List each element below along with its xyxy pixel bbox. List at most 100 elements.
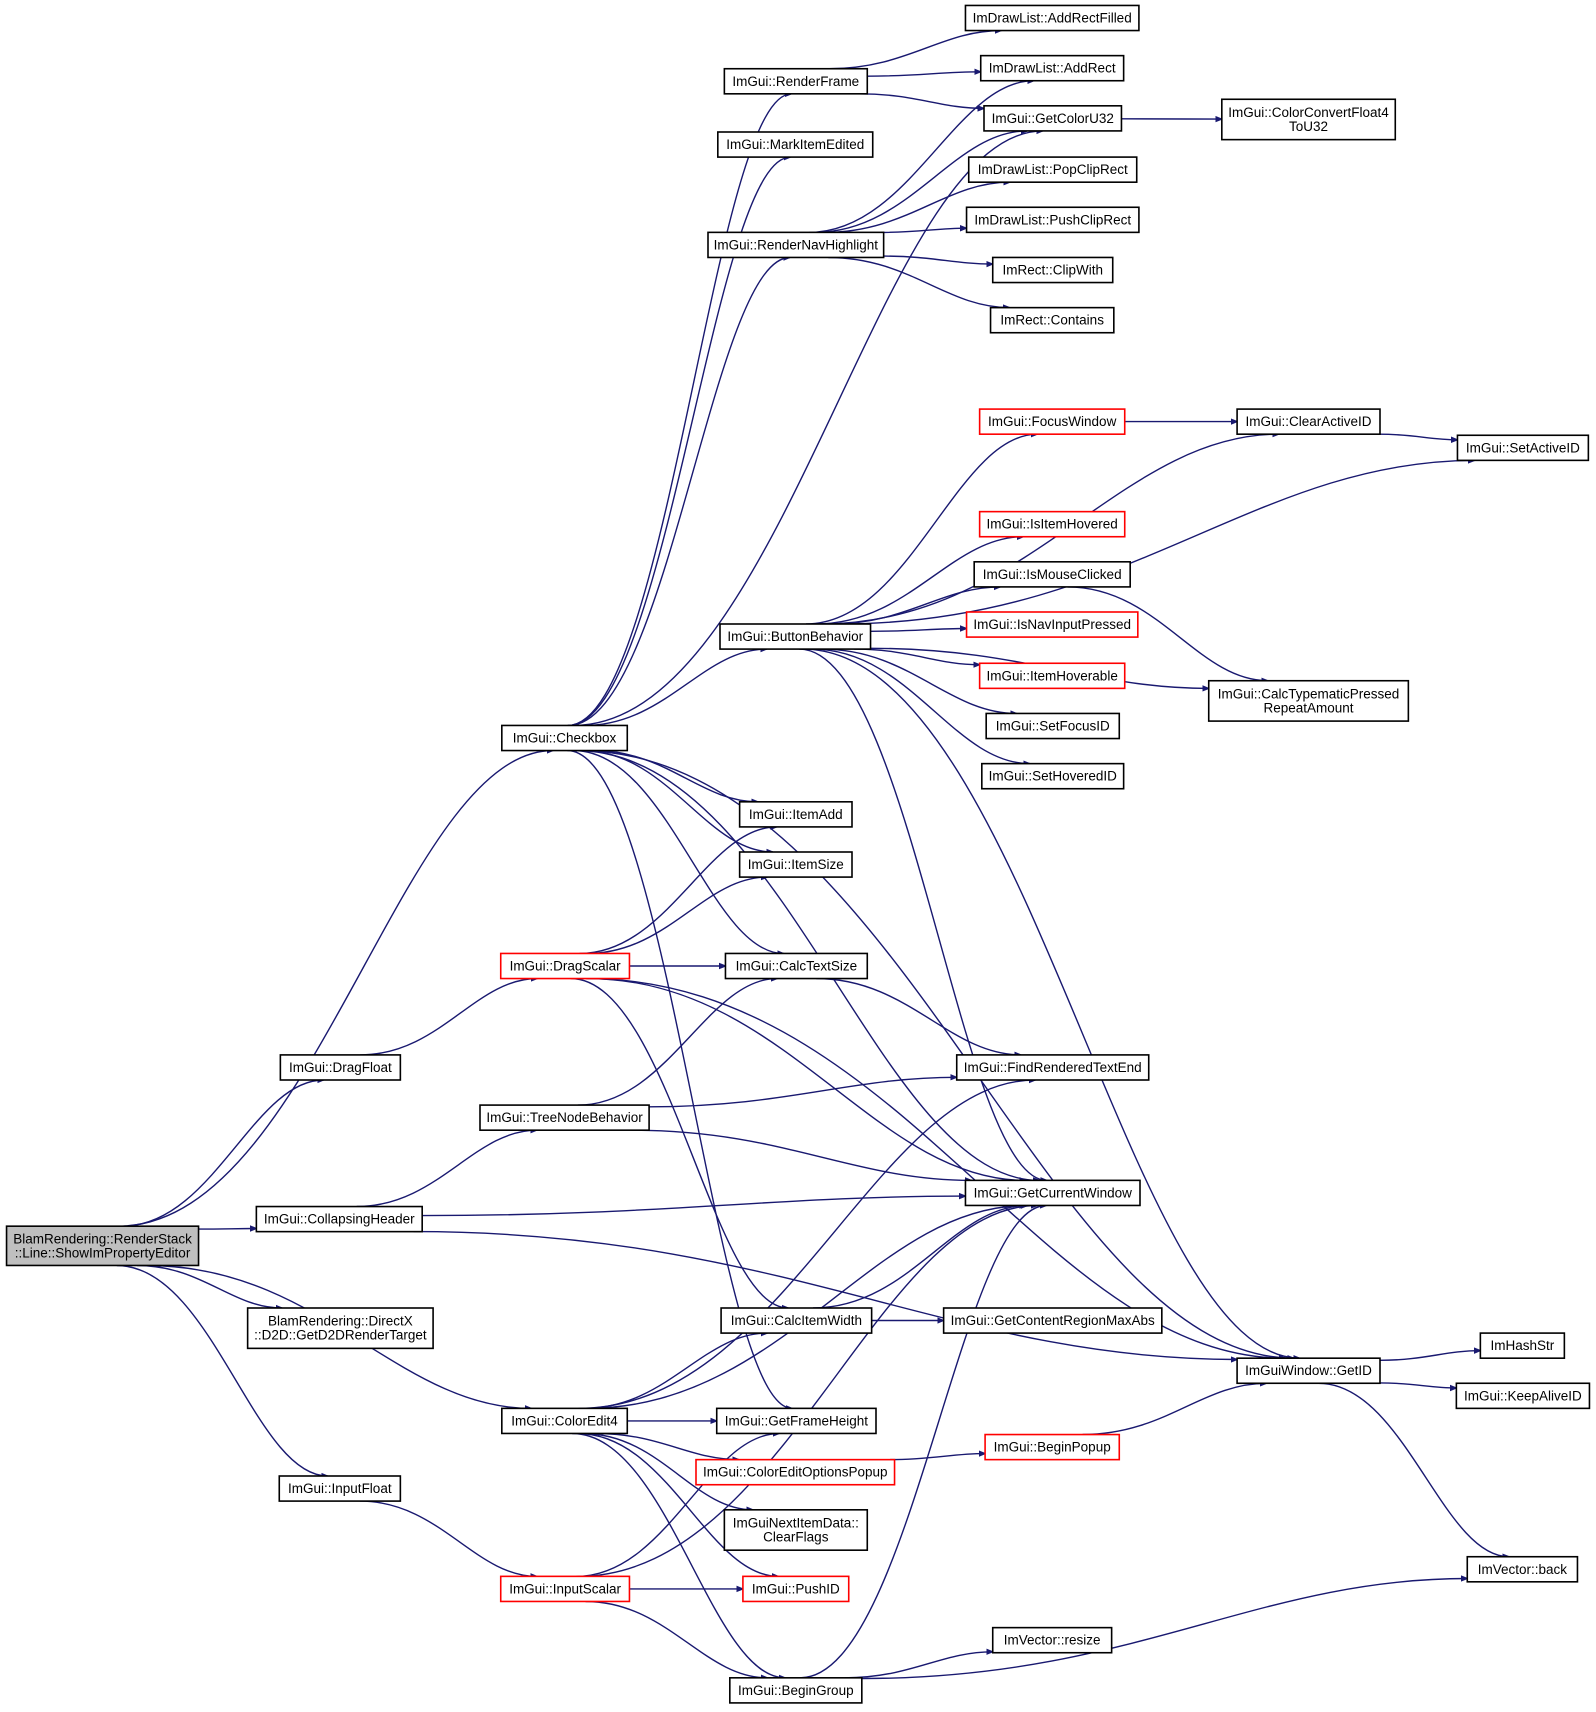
node-box	[720, 1307, 873, 1334]
edge-checkbox-to-getframeheight	[567, 749, 792, 1409]
node-label: ImGui::DragFloat	[289, 1060, 392, 1075]
node-box	[1466, 1555, 1579, 1583]
node-label: ImGui::InputScalar	[509, 1581, 621, 1596]
node-addrect[interactable]: ImDrawList::AddRect	[979, 54, 1125, 82]
edge-dragscalar-to-calcitemwidth	[570, 977, 789, 1309]
node-getcoloru32[interactable]: ImGui::GetColorU32	[983, 105, 1123, 132]
edge-dragscalar-to-itemadd	[579, 827, 777, 955]
edge-renderframe-to-addrect	[867, 72, 980, 77]
node-label: ImGui::InputFloat	[288, 1481, 392, 1496]
node-label: ImGui::MarkItemEdited	[726, 137, 864, 152]
node-setactiveid[interactable]: ImGui::SetActiveID	[1456, 434, 1590, 462]
node-pushid[interactable]: ImGui::PushID	[742, 1575, 850, 1603]
node-beginpopup[interactable]: ImGui::BeginPopup	[984, 1433, 1121, 1461]
node-label: ImRect::Contains	[1000, 313, 1104, 328]
node-box	[984, 1433, 1121, 1461]
node-label: ToU32	[1289, 119, 1328, 134]
node-box	[1236, 1357, 1381, 1385]
node-checkbox[interactable]: ImGui::Checkbox	[501, 724, 629, 752]
node-dragscalar[interactable]: ImGui::DragScalar	[499, 952, 631, 980]
edge-buttonbehavior-to-sethoveredid	[811, 648, 1030, 764]
node-ismouseclicked[interactable]: ImGui::IsMouseClicked	[973, 561, 1131, 588]
node-getcurrentwindow[interactable]: ImGui::GetCurrentWindow	[964, 1179, 1141, 1207]
node-box	[985, 712, 1121, 740]
edge-coloredit4-to-coloreditoptionspopup	[596, 1432, 739, 1460]
node-isitemhovered[interactable]: ImGui::IsItemHovered	[978, 510, 1126, 538]
node-label: ImVector::resize	[1004, 1633, 1101, 1648]
node-box	[965, 206, 1140, 234]
node-root[interactable]: BlamRendering::RenderStack::Line::ShowIm…	[5, 1225, 200, 1267]
edge-buttonbehavior-to-setfocusid	[821, 648, 1017, 713]
node-imvectorback[interactable]: ImVector::back	[1466, 1555, 1579, 1583]
node-imvectorresize[interactable]: ImVector::resize	[991, 1626, 1113, 1654]
node-box	[1479, 1332, 1566, 1359]
node-setfocusid[interactable]: ImGui::SetFocusID	[985, 712, 1121, 740]
node-treenodebehavior[interactable]: ImGui::TreeNodeBehavior	[479, 1104, 650, 1131]
node-inputscalar[interactable]: ImGui::InputScalar	[499, 1575, 631, 1603]
node-inputfloat[interactable]: ImGui::InputFloat	[278, 1475, 402, 1502]
node-findrenderedtextend[interactable]: ImGui::FindRenderedTextEnd	[955, 1054, 1150, 1081]
node-isnavinputpressed[interactable]: ImGui::IsNavInputPressed	[965, 611, 1139, 638]
node-buttonbehavior[interactable]: ImGui::ButtonBehavior	[719, 623, 872, 650]
edge-begingroup-to-imvectorback	[861, 1579, 1468, 1680]
node-coloreditoptionspopup[interactable]: ImGui::ColorEditOptionsPopup	[695, 1458, 896, 1486]
edge-inputscalar-to-getcurrentwindow	[577, 1206, 1038, 1578]
node-box	[723, 67, 869, 95]
node-box	[717, 131, 874, 158]
edge-buttonbehavior-to-setactiveid	[839, 460, 1474, 625]
node-clearactiveid[interactable]: ImGui::ClearActiveID	[1236, 408, 1381, 435]
node-keepaliveid[interactable]: ImGui::KeepAliveID	[1455, 1382, 1591, 1410]
edge-coloredit4-to-begingroup	[572, 1432, 785, 1678]
edge-buttonbehavior-to-isnavinputpressed	[870, 629, 967, 632]
node-popcliprect[interactable]: ImDrawList::PopClipRect	[967, 156, 1138, 183]
node-addrectfilled[interactable]: ImDrawList::AddRectFilled	[964, 4, 1140, 32]
node-pushcliprect[interactable]: ImDrawList::PushClipRect	[965, 206, 1140, 234]
node-label: ImGui::RenderNavHighlight	[714, 237, 879, 252]
node-layer: BlamRendering::RenderStack::Line::ShowIm…	[5, 4, 1591, 1704]
node-collapsingheader[interactable]: ImGui::CollapsingHeader	[255, 1205, 423, 1233]
node-itemadd[interactable]: ImGui::ItemAdd	[738, 801, 853, 828]
node-imhashstr[interactable]: ImHashStr	[1479, 1332, 1566, 1359]
node-calctextsize[interactable]: ImGui::CalcTextSize	[724, 952, 869, 980]
node-coloredit4[interactable]: ImGui::ColorEdit4	[501, 1407, 629, 1435]
node-clearflags[interactable]: ImGuiNextItemData::ClearFlags	[723, 1509, 869, 1551]
edge-root-to-inputfloat	[116, 1264, 328, 1477]
node-dragfloat[interactable]: ImGui::DragFloat	[279, 1054, 402, 1081]
edge-imguiwindowgetid-to-keepaliveid	[1379, 1382, 1456, 1388]
node-getframeheight[interactable]: ImGui::GetFrameHeight	[715, 1407, 877, 1435]
node-getcontentregionmaxabs[interactable]: ImGui::GetContentRegionMaxAbs	[942, 1307, 1163, 1334]
node-box	[499, 952, 631, 980]
node-itemhoverable[interactable]: ImGui::ItemHoverable	[978, 662, 1126, 690]
node-label: ImGui::ButtonBehavior	[727, 629, 863, 644]
node-calcitemwidth[interactable]: ImGui::CalcItemWidth	[720, 1307, 873, 1334]
node-box	[1455, 1382, 1591, 1410]
node-markitemedited[interactable]: ImGui::MarkItemEdited	[717, 131, 874, 158]
node-rendernavhighlight[interactable]: ImGui::RenderNavHighlight	[707, 231, 885, 259]
node-clipwith[interactable]: ImRect::ClipWith	[991, 256, 1114, 284]
node-begingroup[interactable]: ImGui::BeginGroup	[729, 1677, 863, 1704]
node-box	[723, 1509, 869, 1551]
node-getd2d[interactable]: BlamRendering::DirectX::D2D::GetD2DRende…	[246, 1307, 434, 1350]
edge-imguiwindowgetid-to-imhashstr	[1379, 1351, 1480, 1361]
edge-rendernavhighlight-to-clipwith	[883, 255, 993, 264]
node-box	[964, 4, 1140, 32]
node-focuswindow[interactable]: ImGui::FocusWindow	[978, 408, 1126, 435]
node-sethoveredid[interactable]: ImGui::SetHoveredID	[981, 762, 1125, 790]
edge-dragscalar-to-getcurrentwindow	[587, 977, 1026, 1181]
edge-rendernavhighlight-to-contains	[828, 256, 1009, 308]
edge-rendernavhighlight-to-popcliprect	[824, 182, 1010, 234]
node-imguiwindowgetid[interactable]: ImGuiWindow::GetID	[1236, 1357, 1381, 1385]
node-contains[interactable]: ImRect::Contains	[989, 306, 1115, 334]
edge-root-to-dragfloat	[122, 1080, 324, 1227]
edge-calctextsize-to-findrenderedtextend	[816, 977, 1021, 1055]
node-itemsize[interactable]: ImGui::ItemSize	[738, 851, 853, 878]
node-box	[695, 1458, 896, 1486]
edge-dragscalar-to-itemsize	[586, 877, 768, 955]
node-renderframe[interactable]: ImGui::RenderFrame	[723, 67, 869, 95]
edge-root-to-checkbox	[117, 751, 553, 1227]
node-label: ImHashStr	[1490, 1338, 1554, 1353]
node-box	[973, 561, 1131, 588]
node-label: ImGui::CalcItemWidth	[731, 1313, 862, 1328]
